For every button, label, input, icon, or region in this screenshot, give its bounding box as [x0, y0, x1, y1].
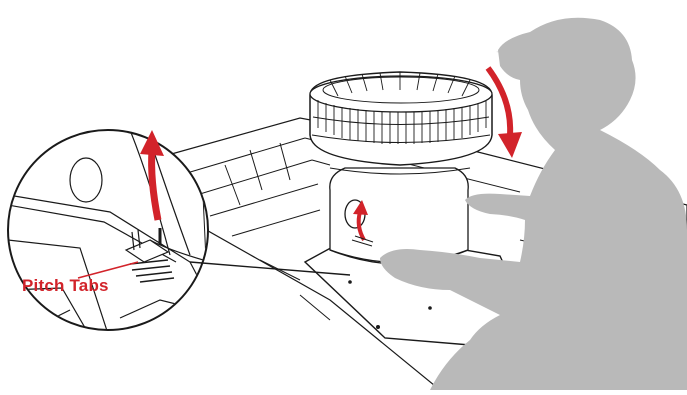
callout-leader	[77, 261, 139, 279]
magnifier-connector	[189, 261, 351, 276]
technician-silhouette	[380, 17, 687, 390]
collar-rotation-arrow-icon	[351, 200, 374, 247]
pitch-rotation-arrow-icon	[140, 130, 164, 221]
hood-rotation-arrow-icon	[485, 66, 522, 158]
magnifier-circle	[7, 129, 209, 331]
hood-louvers	[312, 72, 490, 144]
vent-collar	[329, 152, 469, 265]
pitch-tabs-label: Pitch Tabs	[22, 276, 109, 295]
vent-hood	[309, 71, 493, 175]
pitch-tab-icon	[124, 228, 175, 283]
